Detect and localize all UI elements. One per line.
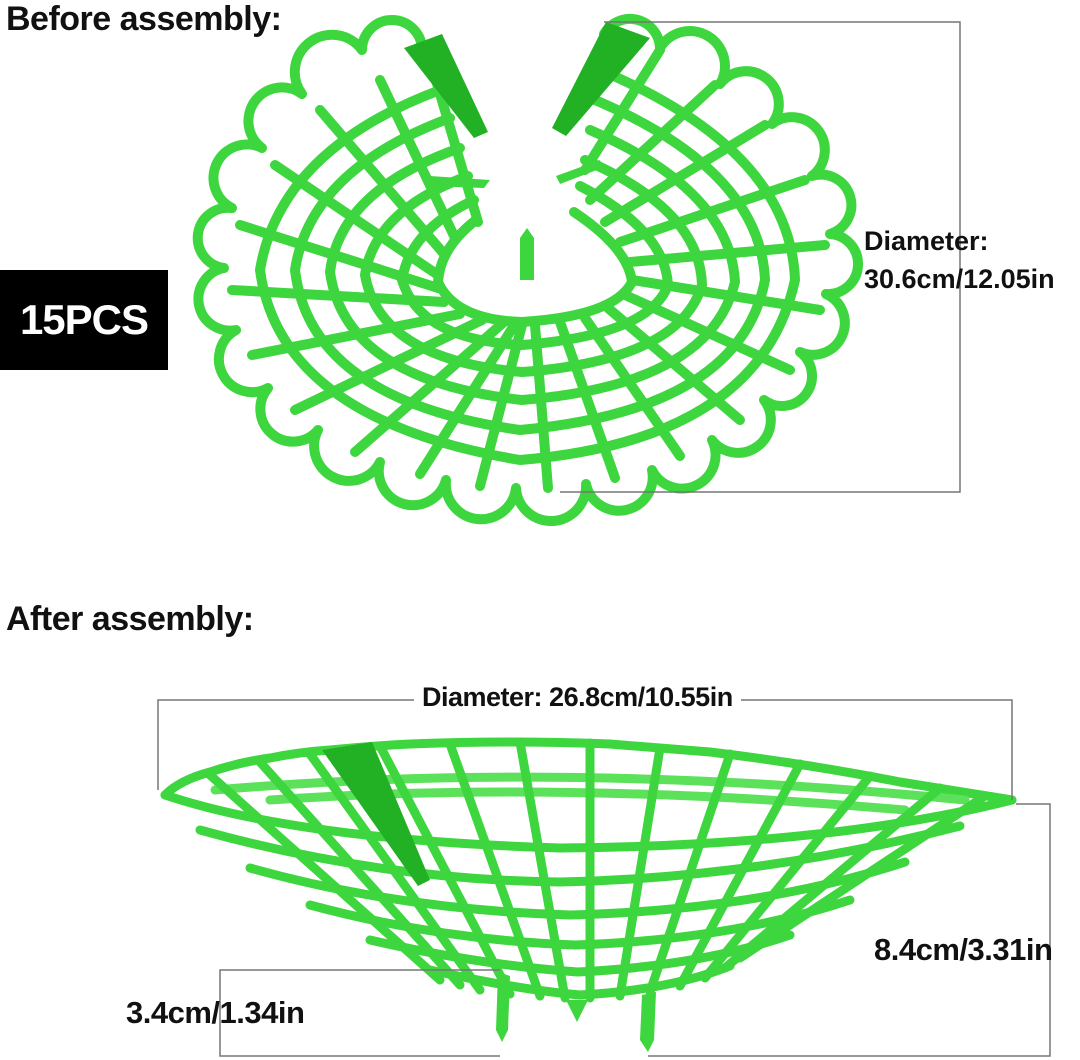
cone-height-label: 8.4cm/3.31in bbox=[874, 932, 1053, 967]
flat-grid-right-tab bbox=[552, 22, 650, 136]
flat-grid-left-tab bbox=[404, 34, 488, 138]
cone-leg-left bbox=[496, 972, 510, 1042]
flat-grid-support bbox=[192, 13, 864, 527]
cone-seam-tab bbox=[322, 742, 430, 886]
leg-height-bracket bbox=[219, 969, 500, 1057]
quantity-badge: 15PCS bbox=[0, 270, 168, 370]
cone-diameter-label: Diameter: 26.8cm/10.55in bbox=[414, 682, 741, 713]
cone-basket-support bbox=[160, 737, 1017, 1003]
flat-diameter-bracket bbox=[560, 21, 961, 493]
after-assembly-title: After assembly: bbox=[6, 600, 254, 638]
flat-grid-stake-center bbox=[520, 228, 534, 280]
flat-diameter-label: Diameter: 30.6cm/12.05in bbox=[864, 222, 1055, 298]
before-assembly-title: Before assembly: bbox=[6, 0, 282, 38]
cone-leg-right bbox=[640, 992, 656, 1052]
flat-grid-outer-edge bbox=[192, 13, 864, 527]
cone-leg-center bbox=[566, 1000, 588, 1022]
leg-height-label: 3.4cm/1.34in bbox=[126, 995, 305, 1030]
flat-grid-stake-left bbox=[430, 176, 490, 188]
flat-diameter-label-line2: 30.6cm/12.05in bbox=[864, 264, 1055, 294]
cone-rim bbox=[160, 737, 1017, 805]
flat-grid-stake-right bbox=[556, 160, 602, 184]
cone-height-bracket bbox=[648, 803, 1051, 1057]
flat-diameter-label-line1: Diameter: bbox=[864, 226, 989, 256]
